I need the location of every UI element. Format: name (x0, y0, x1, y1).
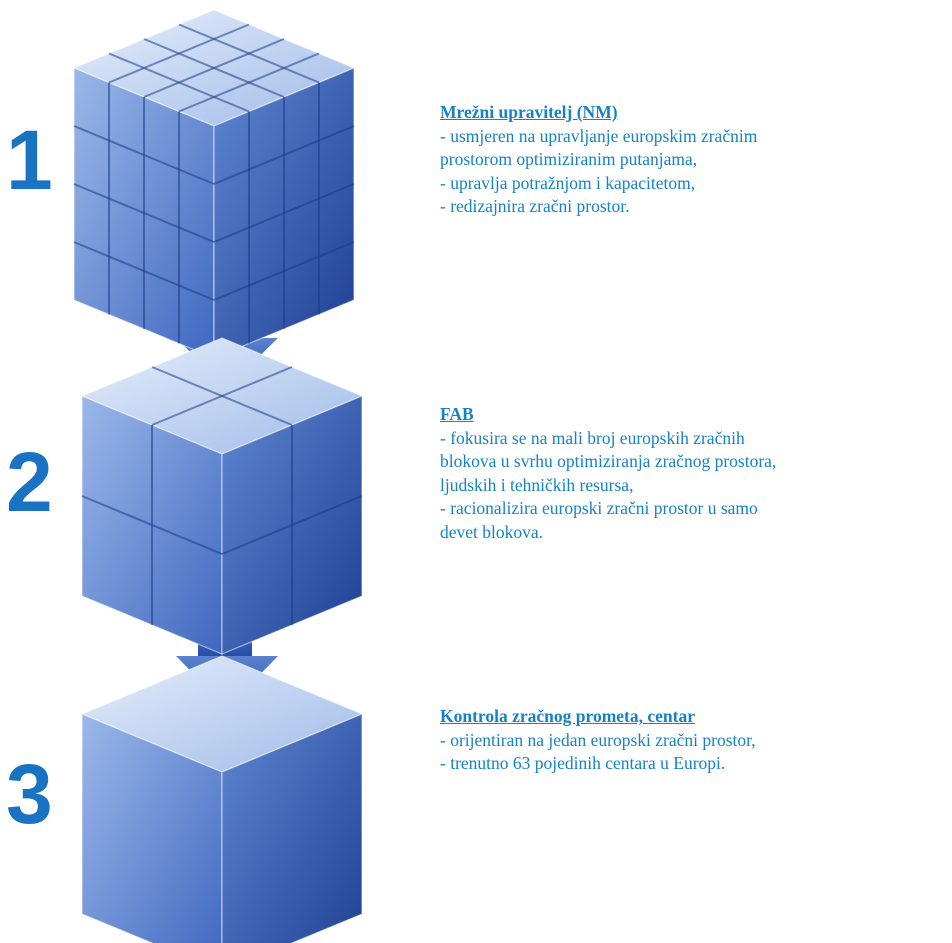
cube-grid-line (73, 183, 215, 243)
level-2-line: - fokusira se na mali broj europskih zra… (440, 427, 745, 448)
cube-grid-line (143, 38, 285, 98)
cube-level-1 (72, 9, 356, 359)
level-1-line: - upravlja potražnjom i kapacitetom, (440, 172, 696, 193)
level-3-line: - trenutno 63 pojedinih centara u Europi… (440, 753, 726, 773)
level-1-title: Mrežni upravitelj (NM) (440, 102, 618, 122)
level-number-1: 1 (6, 113, 53, 207)
level-2-description: FAB - fokusira se na mali broj europskih… (440, 403, 776, 544)
cube-grid-line (151, 366, 293, 426)
level-1-line: - redizajnira zračni prostor. (440, 196, 630, 216)
cube-grid-line (213, 241, 355, 301)
level-number-3: 3 (6, 747, 53, 841)
level-3-title: Kontrola zračnog prometa, centar (440, 706, 695, 726)
level-2-title: FAB (440, 404, 474, 424)
level-3-line: - orijentiran na jedan europski zračni p… (440, 729, 756, 750)
cube-right-face (221, 713, 363, 943)
level-3-description: Kontrola zračnog prometa, centar - orije… (440, 705, 756, 776)
cube-grid-line (108, 52, 250, 113)
level-2-line: - racionalizira europski zračni prostor … (440, 498, 758, 518)
cube-grid-line (213, 183, 355, 243)
level-2-line: ljudskih i tehničkih resursa, (440, 474, 634, 495)
level-1-line: prostorom optimiziranim putanjama, (440, 149, 698, 169)
cube-left-face (81, 713, 223, 943)
level-1-description: Mrežni upravitelj (NM) - usmjeren na upr… (440, 101, 757, 219)
cube-grid-line (81, 495, 223, 555)
cube-grid-line (221, 495, 363, 555)
level-2-line: devet blokova. (440, 521, 544, 542)
level-number-2: 2 (6, 435, 53, 529)
cube-level-2 (80, 337, 364, 655)
cube-grid-line (73, 241, 215, 301)
level-2-line: blokova u svrhu optimiziranja zračnog pr… (440, 451, 777, 471)
cube-level-3 (80, 655, 364, 943)
cube-grid-line (178, 52, 320, 113)
level-1-line: - usmjeren na upravljanje europskim zrač… (440, 125, 758, 146)
